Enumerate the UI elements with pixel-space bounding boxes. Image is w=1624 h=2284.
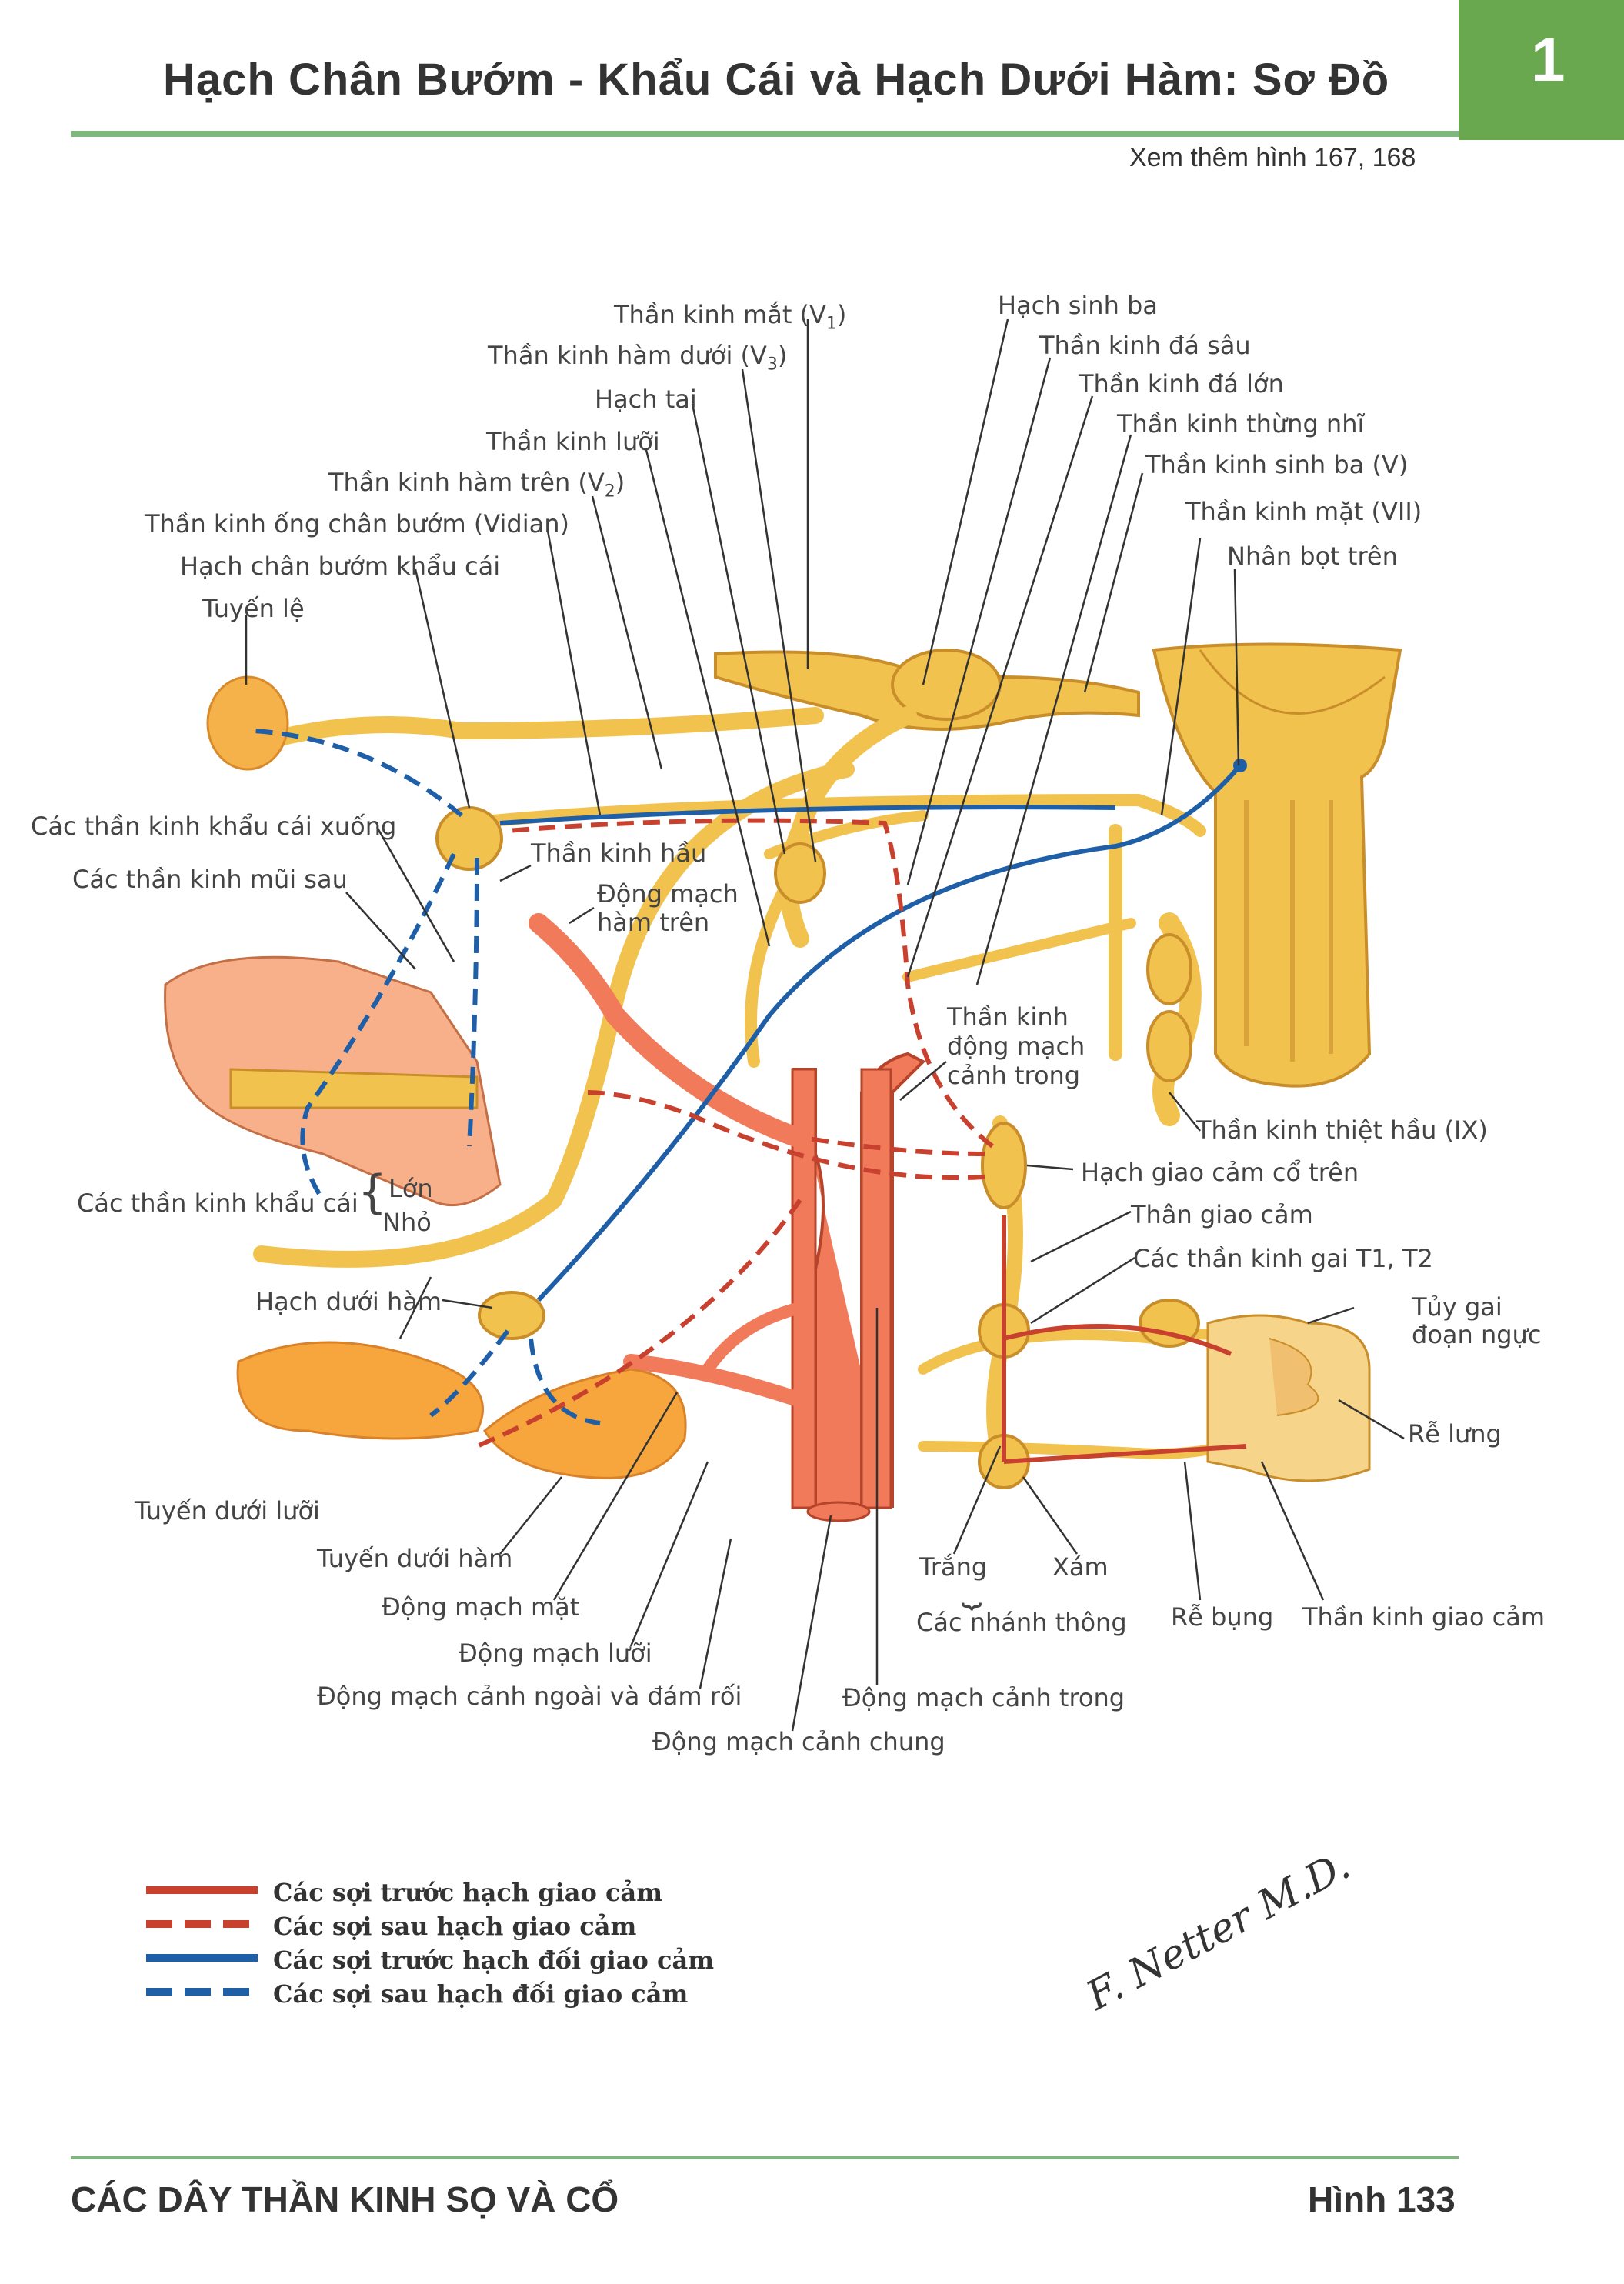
label-cac-than-kinh-khau-cai: Các thần kinh khẩu cái [77, 1189, 358, 1218]
label-tuy-gai-1: Tủy gai [1412, 1292, 1502, 1322]
legend-label: Các sợi sau hạch giao cảm [273, 1912, 637, 1941]
underbrace-icon: ⏟ [962, 1569, 982, 1609]
label-than-kinh-ham-tren-v2: Thần kinh hàm trên (V2) [328, 468, 625, 502]
label-than-kinh-giao-cam: Thần kinh giao cảm [1302, 1602, 1545, 1632]
label-tuyen-duoi-luoi: Tuyến dưới lưỡi [135, 1496, 320, 1525]
legend-swatch-blue-dashed [146, 1988, 258, 1996]
leader-lines [245, 318, 1405, 1732]
label-tuyen-le: Tuyến lệ [202, 594, 305, 623]
label-hach-chan-buom-khau-cai: Hạch chân bướm khẩu cái [180, 552, 501, 581]
legend-item: Các sợi sau hạch đối giao cảm [146, 1979, 762, 2015]
legend-item: Các sợi trước hạch giao cảm [146, 1878, 762, 1913]
label-tuyen-duoi-ham: Tuyến dưới hàm [317, 1544, 513, 1573]
label-cac-nhanh-thong: Các nhánh thông [916, 1608, 1127, 1637]
parasympathetic-fibers [253, 729, 1242, 1425]
label-than-kinh-thung-nhi: Thần kinh thừng nhĩ [1117, 409, 1365, 438]
label-than-kinh-da-lon: Thần kinh đá lớn [1079, 369, 1284, 398]
legend-label: Các sợi trước hạch đối giao cảm [273, 1946, 715, 1975]
label-re-lung: Rễ lưng [1408, 1419, 1502, 1449]
sympathetic-fibers [475, 818, 1247, 1464]
legend-item: Các sợi trước hạch đối giao cảm [146, 1946, 762, 1981]
label-trang: Trắng [919, 1552, 988, 1582]
label-dong-mach-ham-tren-1: Động mạch [597, 879, 739, 909]
label-cac-than-kinh-mui-sau: Các thần kinh mũi sau [72, 865, 348, 894]
label-than-kinh-ong-chan-buom: Thần kinh ống chân bướm (Vidian) [145, 509, 569, 538]
legend-swatch-blue-solid [146, 1954, 258, 1962]
nasal-palate-region [164, 955, 502, 1207]
trigeminal-ganglion [714, 649, 1140, 731]
see-also-reference: Xem thêm hình 167, 168 [1129, 143, 1416, 172]
label-dong-mach-canh-chung: Động mạch cảnh chung [652, 1727, 945, 1756]
footer-rule [71, 2156, 1459, 2159]
legend-label: Các sợi sau hạch đối giao cảm [273, 1979, 689, 2009]
label-hach-duoi-ham: Hạch dưới hàm [255, 1287, 442, 1316]
legend-swatch-red-dashed [146, 1920, 258, 1928]
label-re-bung: Rễ bụng [1171, 1602, 1274, 1632]
label-nhan-bot-tren: Nhân bọt trên [1227, 542, 1398, 571]
label-than-kinh-sinh-ba-v: Thần kinh sinh ba (V) [1145, 450, 1409, 479]
label-than-kinh-dong-mach-3: cảnh trong [947, 1061, 1081, 1090]
brainstem [1152, 642, 1402, 1088]
label-than-giao-cam: Thân giao cảm [1131, 1200, 1313, 1229]
label-cac-than-kinh-gai: Các thần kinh gai T1, T2 [1133, 1244, 1433, 1273]
label-xam: Xám [1052, 1552, 1109, 1582]
label-hach-giao-cam-co-tren: Hạch giao cảm cổ trên [1081, 1158, 1359, 1187]
label-tuy-gai-2: đoạn ngực [1412, 1320, 1542, 1349]
label-dong-mach-canh-trong: Động mạch cảnh trong [842, 1683, 1125, 1712]
header-rule [71, 131, 1459, 137]
footer-chapter: CÁC DÂY THẦN KINH SỌ VÀ CỔ [71, 2179, 619, 2219]
label-dong-mach-luoi: Động mạch lưỡi [459, 1639, 652, 1668]
label-hach-tai: Hạch tai [595, 385, 697, 414]
lacrimal-gland [206, 675, 289, 771]
legend-swatch-red-solid [146, 1886, 258, 1894]
label-dong-mach-canh-ngoai: Động mạch cảnh ngoài và đám rối [317, 1682, 742, 1711]
label-than-kinh-luoi: Thần kinh lưỡi [486, 427, 660, 456]
spinal-cord-segment [1206, 1314, 1371, 1482]
label-than-kinh-thiet-hau: Thần kinh thiệt hầu (IX) [1196, 1115, 1488, 1145]
brace-icon: { [358, 1165, 388, 1219]
label-than-kinh-ham-duoi-v3: Thần kinh hàm dưới (V3) [488, 341, 788, 375]
label-than-kinh-dong-mach-2: động mạch [947, 1032, 1085, 1061]
chapter-number: 1 [1531, 25, 1566, 94]
label-cac-than-kinh-khau-cai-xuong: Các thần kinh khẩu cái xuống [31, 812, 397, 841]
label-hach-sinh-ba: Hạch sinh ba [998, 291, 1158, 320]
chapter-tab [1459, 0, 1624, 140]
footer-figure-number: Hình 133 [1308, 2179, 1456, 2219]
legend-item: Các sợi sau hạch giao cảm [146, 1912, 762, 1947]
label-than-kinh-da-sau: Thần kinh đá sâu [1039, 331, 1251, 360]
label-than-kinh-hau: Thần kinh hầu [531, 839, 707, 868]
page-title: Hạch Chân Bướm - Khẩu Cái và Hạch Dưới H… [163, 55, 1390, 105]
salivary-glands [236, 1341, 687, 1479]
legend-label: Các sợi trước hạch giao cảm [273, 1878, 663, 1907]
label-dong-mach-mat: Động mạch mặt [382, 1592, 580, 1622]
label-dong-mach-ham-tren-2: hàm trên [597, 908, 710, 937]
label-than-kinh-mat-vii: Thần kinh mặt (VII) [1185, 497, 1422, 526]
label-than-kinh-dong-mach-1: Thần kinh [947, 1002, 1069, 1032]
label-nho: Nhỏ [382, 1208, 432, 1237]
label-lon: Lớn [388, 1174, 433, 1203]
label-than-kinh-mat-v1: Thần kinh mắt (V1) [614, 300, 847, 334]
